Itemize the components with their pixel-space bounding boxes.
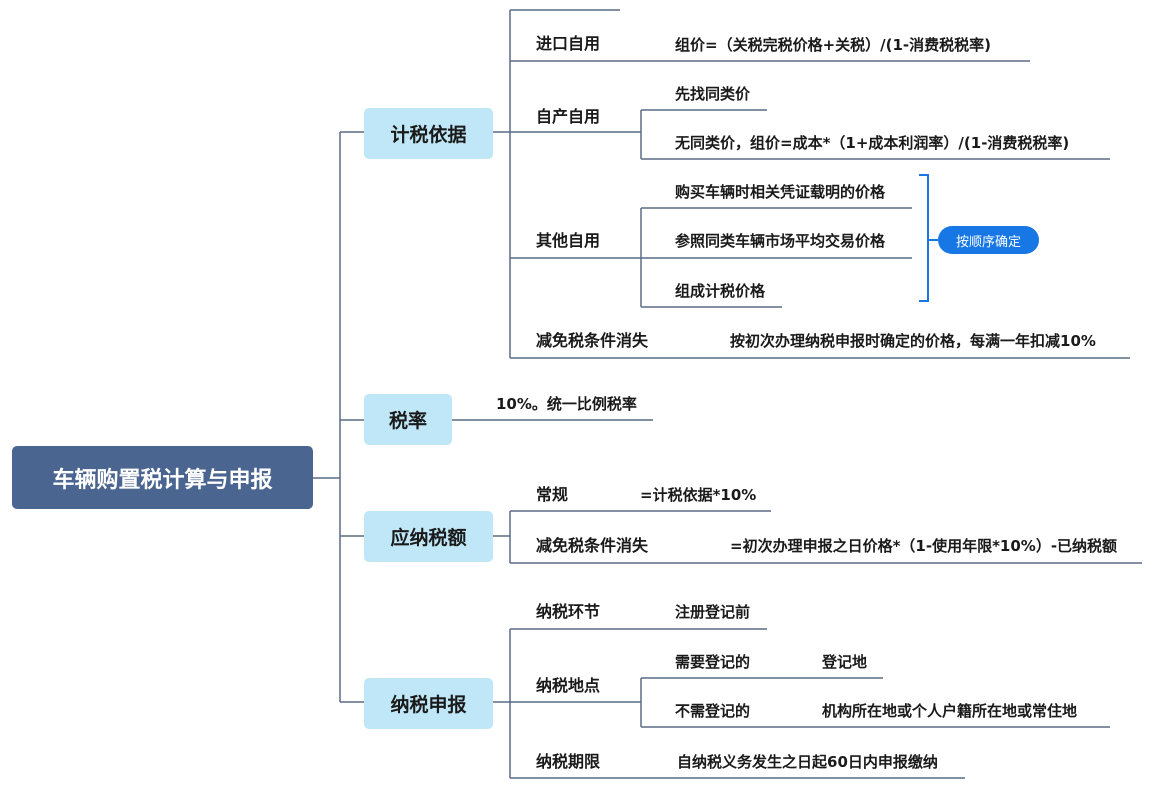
text-stage: 注册登记前	[675, 603, 751, 621]
label-self-produced: 自产自用	[536, 107, 601, 126]
text-need-reg-place: 登记地	[822, 653, 868, 671]
text-no-reg-place: 机构所在地或个人户籍所在地或常住地	[822, 702, 1078, 720]
text-no-reg: 不需登记的	[675, 702, 751, 720]
text-exempt-basis: 按初次办理纳税申报时确定的价格，每满一年扣减10%	[730, 332, 1096, 350]
text-need-reg: 需要登记的	[675, 653, 751, 671]
label-stage: 纳税环节	[536, 602, 601, 621]
text-self-none: 无同类价，组价=成本*（1+成本利润率）/(1-消费税税率)	[675, 134, 1070, 152]
formula-import: 组价=（关税完税价格+关税）/(1-消费税税率)	[675, 36, 991, 54]
label-exempt-payable: 减免税条件消失	[536, 536, 649, 555]
label-period: 纳税期限	[536, 752, 601, 771]
text-self-first: 先找同类价	[675, 85, 751, 103]
node-tax-basis[interactable]: 计税依据	[364, 108, 493, 159]
order-badge[interactable]: 按顺序确定	[938, 226, 1039, 254]
text-period: 自纳税义务发生之日起60日内申报缴纳	[677, 753, 938, 771]
text-other-3: 组成计税价格	[675, 282, 766, 300]
formula-normal: =计税依据*10%	[640, 486, 757, 504]
text-other-1: 购买车辆时相关凭证载明的价格	[675, 183, 886, 201]
label-import: 进口自用	[536, 34, 601, 53]
node-tax-declare[interactable]: 纳税申报	[364, 678, 493, 729]
node-tax-payable[interactable]: 应纳税额	[364, 511, 493, 562]
text-rate: 10%。统一比例税率	[496, 395, 637, 413]
label-exempt-basis: 减免税条件消失	[536, 331, 649, 350]
label-normal: 常规	[536, 485, 569, 504]
node-tax-rate[interactable]: 税率	[364, 394, 452, 445]
label-other-use: 其他自用	[536, 231, 601, 250]
formula-exempt-payable: =初次办理申报之日价格*（1-使用年限*10%）-已纳税额	[730, 537, 1118, 555]
text-other-2: 参照同类车辆市场平均交易价格	[675, 232, 886, 250]
label-place: 纳税地点	[536, 676, 601, 695]
root-node[interactable]: 车辆购置税计算与申报	[12, 446, 313, 509]
